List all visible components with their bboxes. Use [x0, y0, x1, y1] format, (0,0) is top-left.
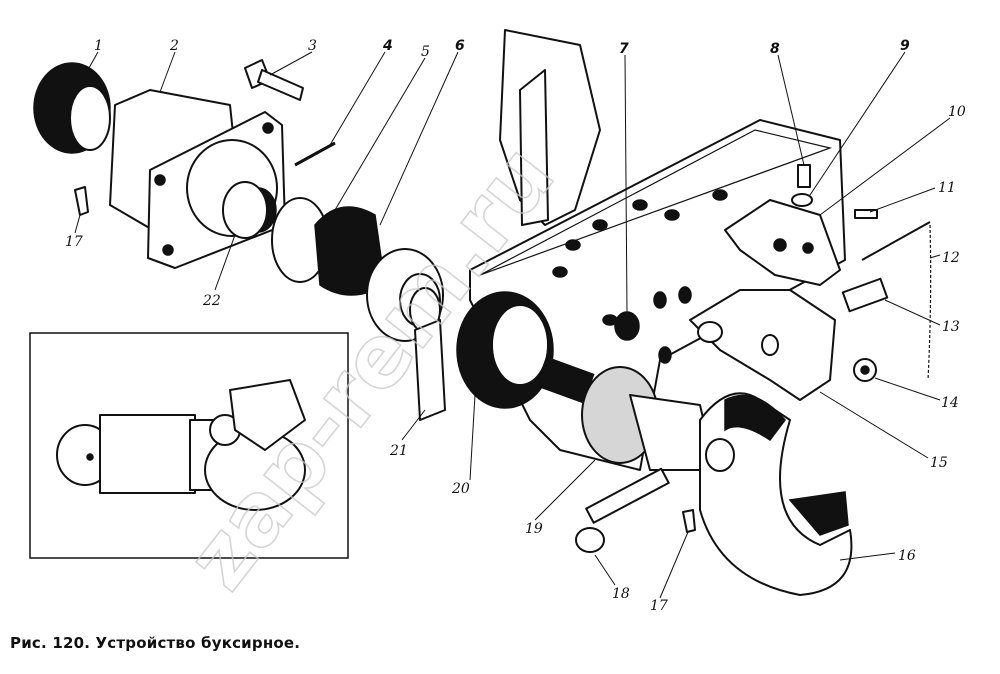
part-18-bolt — [575, 467, 670, 553]
part-22-spring — [222, 181, 268, 239]
callout-10: 10 — [948, 104, 966, 120]
part-15-bracket — [689, 289, 836, 401]
part-8-screw — [797, 164, 811, 188]
part-20-sleeve — [456, 291, 554, 409]
callout-6: 6 — [455, 38, 465, 54]
callout-2: 2 — [169, 38, 179, 54]
callout-7: 7 — [619, 41, 629, 57]
part-17-grease-fitting-a — [74, 186, 89, 216]
part-19-shaft — [535, 356, 716, 471]
leader-lines — [74, 51, 951, 599]
part-9-washer — [791, 193, 813, 207]
part-7-nut — [614, 311, 640, 341]
callout-5: 5 — [421, 44, 430, 60]
part-1-cap — [33, 62, 111, 154]
callout-18: 18 — [612, 586, 630, 602]
part-4-pin — [294, 141, 336, 167]
callout-17-bottom: 17 — [650, 598, 668, 614]
assembled-view-inset — [29, 332, 349, 559]
callout-21: 21 — [389, 443, 408, 459]
part-10-latch — [724, 199, 841, 286]
callout-1: 1 — [94, 38, 103, 54]
part-2-housing — [109, 89, 286, 269]
callout-17-top: 17 — [65, 234, 83, 250]
callout-8: 8 — [770, 41, 780, 57]
part-13-sleeve — [841, 277, 889, 313]
part-6-buffer — [314, 206, 444, 342]
callout-16: 16 — [898, 548, 916, 564]
callout-14: 14 — [941, 395, 959, 411]
part-21-plate — [414, 319, 446, 421]
callout-12: 12 — [942, 250, 960, 266]
part-3-bolt — [244, 59, 304, 101]
figure-caption: Рис. 120. Устройство буксирное. — [10, 634, 301, 652]
callout-9: 9 — [900, 38, 910, 54]
callout-15: 15 — [930, 455, 948, 471]
part-16-hook — [699, 392, 853, 596]
callout-11: 11 — [938, 180, 956, 196]
part-11-pin — [854, 209, 931, 261]
part-17-grease-fitting-b — [682, 509, 696, 533]
callout-labels: 1 2 3 4 5 6 7 8 9 10 11 12 13 14 15 16 1… — [65, 38, 966, 614]
callout-19: 19 — [525, 521, 543, 537]
callout-3: 3 — [308, 38, 317, 54]
callout-22: 22 — [202, 293, 221, 309]
callout-4: 4 — [382, 38, 393, 54]
part-14-nut — [853, 358, 877, 382]
part-12-chain — [927, 224, 932, 381]
callout-13: 13 — [942, 319, 960, 335]
callout-20: 20 — [451, 481, 470, 497]
